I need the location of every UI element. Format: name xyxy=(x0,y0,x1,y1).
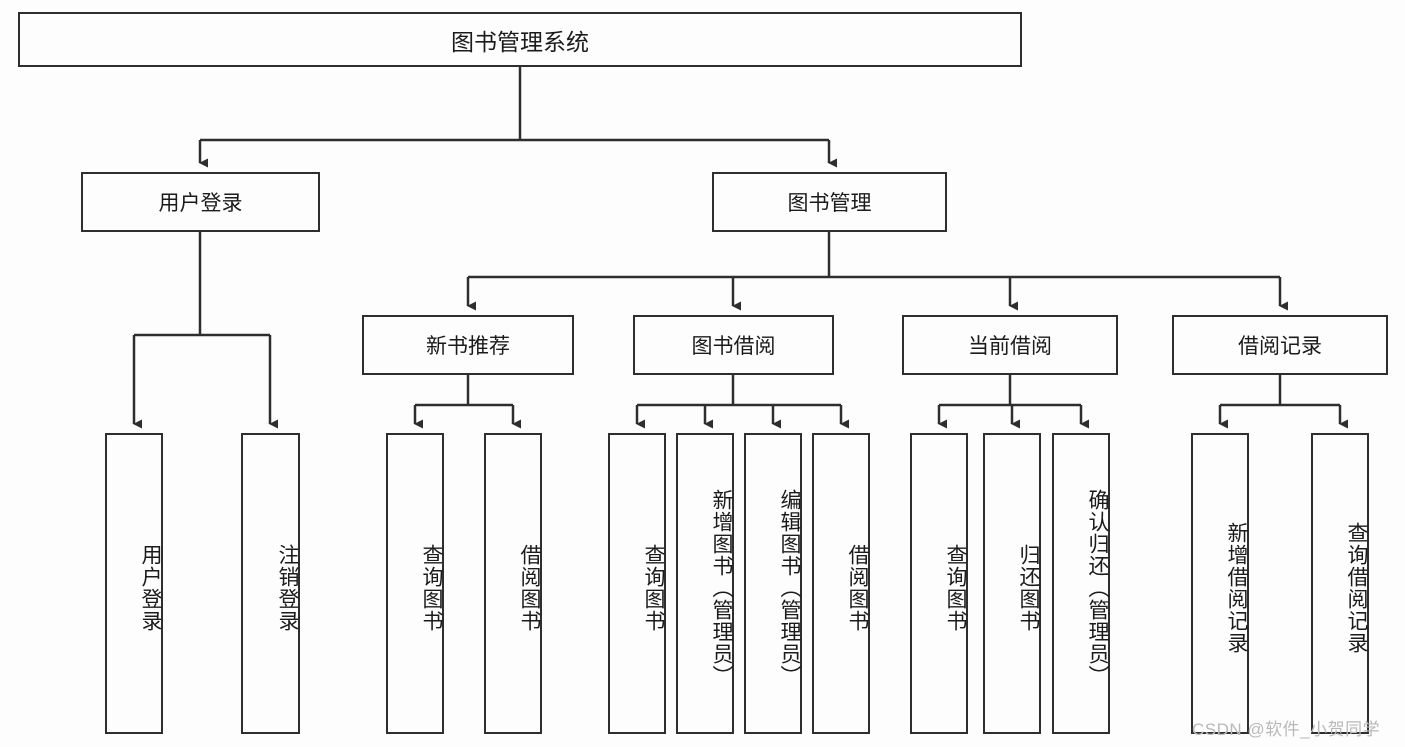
node-new-book-recommend[interactable]: 新书推荐 xyxy=(362,315,574,375)
node-label-leaf-rec-add-record: 新增借阅记录 xyxy=(1225,521,1248,654)
node-label-leaf-brw-borrow-book: 借阅图书 xyxy=(846,543,869,632)
node-label-leaf-brw-add-book: 新增图书（管理员） xyxy=(710,488,733,687)
node-label-leaf-cur-confirm: 确认归还（管理员） xyxy=(1086,488,1109,687)
csdn-watermark: CSDN @软件_小贺同学 xyxy=(1192,720,1381,739)
node-label-book-borrow: 图书借阅 xyxy=(691,335,776,358)
node-borrow-record[interactable]: 借阅记录 xyxy=(1172,315,1388,375)
node-leaf-cur-return-book[interactable]: 归还图书 xyxy=(983,433,1041,734)
node-leaf-brw-add-book[interactable]: 新增图书（管理员） xyxy=(676,433,734,734)
node-root[interactable]: 图书管理系统 xyxy=(18,12,1022,67)
node-label-leaf-user-login: 用户登录 xyxy=(139,543,162,632)
node-leaf-rec-query-book[interactable]: 查询图书 xyxy=(386,433,444,734)
node-label-root: 图书管理系统 xyxy=(451,28,589,55)
node-leaf-rec-add-record[interactable]: 新增借阅记录 xyxy=(1191,433,1249,734)
node-leaf-brw-borrow-book[interactable]: 借阅图书 xyxy=(812,433,870,734)
node-label-leaf-cur-return-book: 归还图书 xyxy=(1017,543,1040,632)
node-current-borrow[interactable]: 当前借阅 xyxy=(902,315,1118,375)
node-leaf-user-login[interactable]: 用户登录 xyxy=(105,433,163,734)
node-book-borrow[interactable]: 图书借阅 xyxy=(633,315,834,375)
node-label-leaf-brw-query-book: 查询图书 xyxy=(642,543,665,632)
node-label-leaf-brw-edit-book: 编辑图书（管理员） xyxy=(778,488,801,687)
node-leaf-cur-query-book[interactable]: 查询图书 xyxy=(910,433,968,734)
connector-lines xyxy=(132,67,1348,429)
node-label-leaf-rec-query-book: 查询图书 xyxy=(420,543,443,632)
node-label-book-manage: 图书管理 xyxy=(787,192,872,215)
node-label-leaf-rec-borrow-book: 借阅图书 xyxy=(518,543,541,632)
node-leaf-rec-query-record[interactable]: 查询借阅记录 xyxy=(1311,433,1369,734)
node-leaf-cur-confirm[interactable]: 确认归还（管理员） xyxy=(1052,433,1110,734)
node-user-login[interactable]: 用户登录 xyxy=(81,172,320,232)
node-label-leaf-user-logout: 注销登录 xyxy=(276,543,299,632)
node-leaf-brw-query-book[interactable]: 查询图书 xyxy=(608,433,666,734)
node-label-leaf-rec-query-record: 查询借阅记录 xyxy=(1345,521,1368,654)
node-label-new-book-recommend: 新书推荐 xyxy=(426,335,510,358)
node-label-user-login: 用户登录 xyxy=(158,192,243,215)
node-leaf-rec-borrow-book[interactable]: 借阅图书 xyxy=(484,433,542,734)
node-label-current-borrow: 当前借阅 xyxy=(968,335,1052,358)
node-leaf-brw-edit-book[interactable]: 编辑图书（管理员） xyxy=(744,433,802,734)
node-leaf-user-logout[interactable]: 注销登录 xyxy=(241,433,300,734)
node-label-borrow-record: 借阅记录 xyxy=(1238,335,1322,358)
node-book-manage[interactable]: 图书管理 xyxy=(712,172,947,232)
node-label-leaf-cur-query-book: 查询图书 xyxy=(944,543,967,632)
